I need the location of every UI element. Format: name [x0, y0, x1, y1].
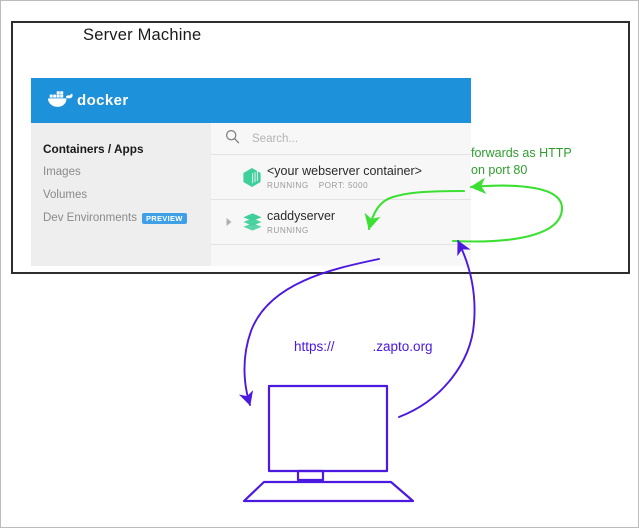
client-computer-icon: [242, 384, 415, 503]
server-machine-title: Server Machine: [83, 26, 202, 44]
container-row-webserver[interactable]: <your webserver container> RUNNING PORT: …: [211, 155, 471, 200]
sidebar-item-dev-environments[interactable]: Dev Environments PREVIEW: [31, 207, 211, 230]
sidebar-item-label: Volumes: [43, 189, 88, 201]
green-annotation-note: forwards as HTTP on port 80: [471, 145, 572, 179]
search-icon: [225, 129, 240, 149]
search-bar[interactable]: Search...: [211, 123, 471, 155]
docker-desktop-window: docker Containers / Apps Images Volumes …: [31, 78, 471, 266]
green-note-line-1: forwards as HTTP: [471, 146, 572, 160]
container-name: <your webserver container>: [267, 163, 422, 178]
sidebar-item-label: Dev Environments: [43, 212, 137, 224]
chevron-right-icon[interactable]: [221, 217, 237, 227]
docker-whale-icon: [47, 89, 73, 113]
stack-layers-icon: [237, 212, 267, 232]
preview-badge: PREVIEW: [141, 213, 187, 224]
sidebar-item-images[interactable]: Images: [31, 161, 211, 184]
green-note-line-2: on port 80: [471, 162, 528, 177]
purple-arrow-to-client: [238, 258, 380, 406]
search-input[interactable]: Search...: [252, 132, 299, 145]
url-prefix: https://: [294, 339, 335, 354]
url-suffix: .zapto.org: [372, 339, 433, 354]
sidebar-item-containers-apps[interactable]: Containers / Apps: [31, 138, 211, 161]
container-hexagon-icon: [237, 167, 267, 188]
container-status: RUNNING: [267, 180, 309, 190]
url-annotation: https:// .zapto.org: [294, 339, 433, 354]
docker-sidebar: Containers / Apps Images Volumes Dev Env…: [31, 123, 211, 266]
docker-titlebar: docker: [31, 78, 471, 123]
sidebar-item-label: Containers / Apps: [43, 142, 144, 156]
container-status: RUNNING: [267, 225, 309, 235]
docker-wordmark: docker: [77, 92, 129, 109]
container-port: PORT: 5000: [318, 180, 369, 190]
docker-content-pane: Search... <your webserver contain: [211, 123, 471, 266]
sidebar-item-volumes[interactable]: Volumes: [31, 184, 211, 207]
container-row-caddyserver[interactable]: caddyserver RUNNING: [211, 200, 471, 245]
container-name: caddyserver: [267, 208, 336, 223]
sidebar-item-label: Images: [43, 166, 81, 178]
